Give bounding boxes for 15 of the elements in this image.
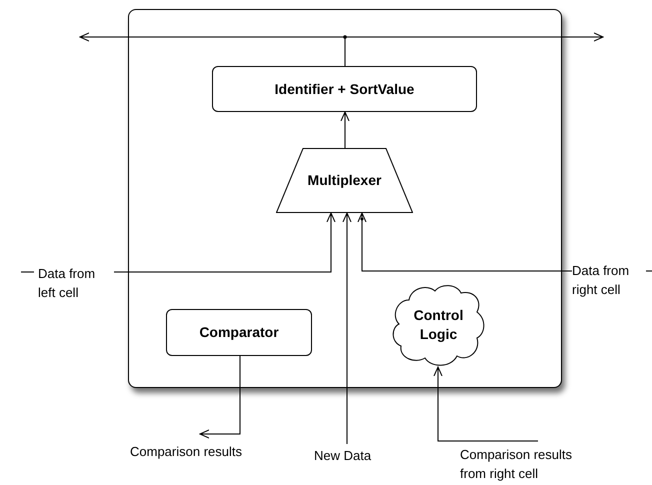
arrow <box>342 212 352 444</box>
text-label: Data from left cell <box>38 264 114 304</box>
text-label: Comparison results from right cell <box>460 441 596 485</box>
arrow <box>358 212 572 272</box>
arrow <box>340 112 350 148</box>
text-label: New Data <box>314 444 380 466</box>
arrow <box>200 356 240 438</box>
process-box: Comparator <box>166 309 312 356</box>
text-label: Data from right cell <box>572 261 644 301</box>
arrow <box>114 212 336 272</box>
multiplexer-trapezoid: Multiplexer <box>276 148 413 213</box>
cell-frame <box>128 9 562 388</box>
arrow <box>434 366 538 442</box>
process-box: Identifier + SortValue <box>212 66 477 112</box>
text-label: Comparison results <box>130 434 264 464</box>
